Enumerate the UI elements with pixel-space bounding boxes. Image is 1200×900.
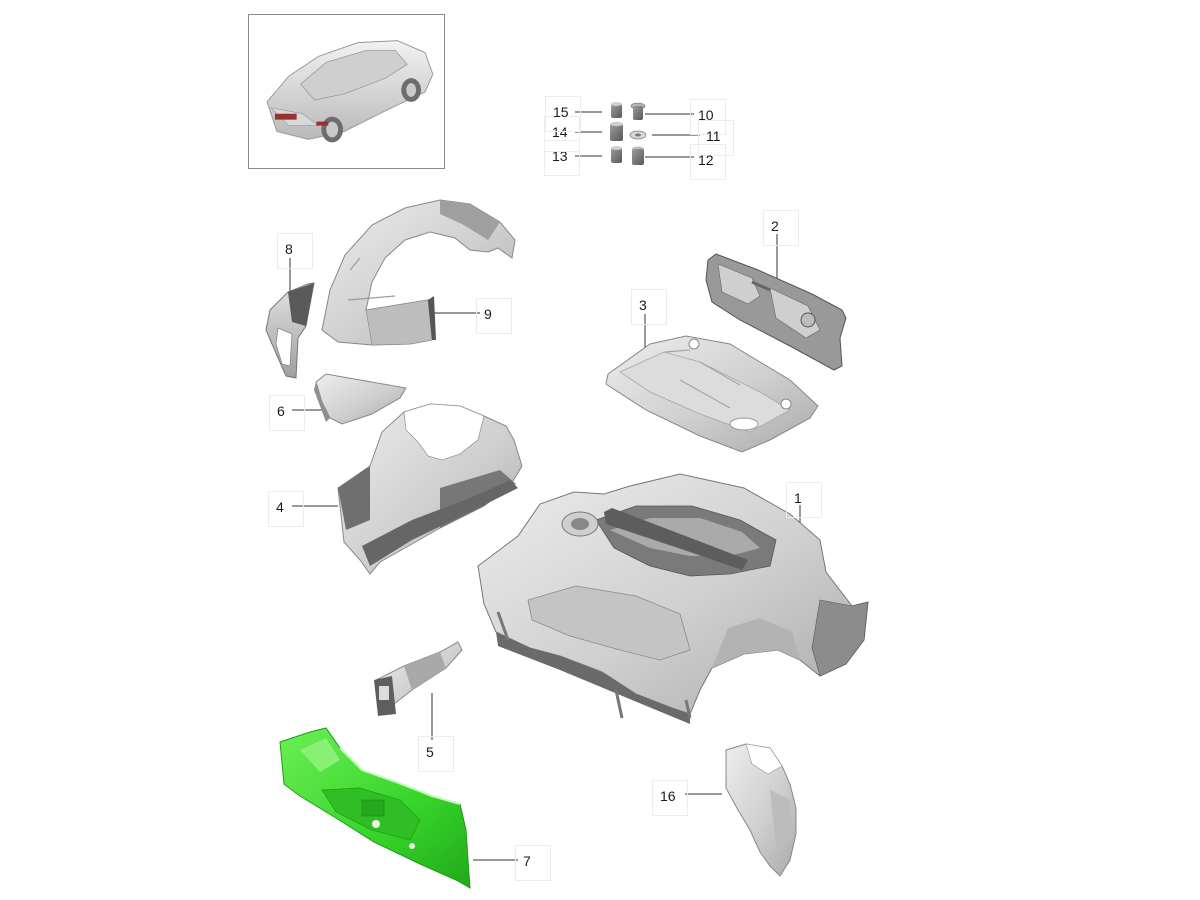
- part-1-rear-body-assembly[interactable]: [477, 473, 869, 724]
- callout-13[interactable]: 13: [544, 140, 580, 176]
- callout-1[interactable]: 1: [786, 482, 822, 518]
- part-15-bushing[interactable]: [611, 102, 622, 118]
- part-10-screw[interactable]: [630, 102, 646, 120]
- callout-11[interactable]: 11: [698, 120, 734, 156]
- part-12-bushing[interactable]: [632, 146, 644, 166]
- callout-16[interactable]: 16: [652, 780, 688, 816]
- vehicle-thumbnail: [248, 14, 445, 169]
- part-14-bushing[interactable]: [610, 121, 623, 141]
- part-13-bushing[interactable]: [611, 146, 622, 163]
- callout-12[interactable]: 12: [690, 144, 726, 180]
- callout-2[interactable]: 2: [763, 210, 799, 246]
- callout-5[interactable]: 5: [418, 736, 454, 772]
- part-7-rear-end-panel[interactable]: [279, 727, 471, 889]
- part-5-crossmember[interactable]: [374, 641, 463, 716]
- callout-4[interactable]: 4: [268, 491, 304, 527]
- callout-6[interactable]: 6: [269, 395, 305, 431]
- callout-3[interactable]: 3: [631, 289, 667, 325]
- part-9-wheel-housing-upper[interactable]: [321, 199, 516, 346]
- fastener-group: [610, 102, 647, 166]
- part-2-rear-panel[interactable]: [705, 253, 847, 371]
- part-8-bracket[interactable]: [265, 282, 315, 379]
- part-16-side-reinforcement[interactable]: [725, 743, 797, 877]
- part-11-washer[interactable]: [629, 130, 647, 140]
- callout-15[interactable]: 15: [545, 96, 581, 132]
- part-3-floor-panel[interactable]: [605, 335, 819, 453]
- leader-lines: [289, 111, 801, 861]
- callout-8[interactable]: 8: [277, 233, 313, 269]
- part-4-wheel-housing-lower[interactable]: [337, 403, 523, 575]
- callout-9[interactable]: 9: [476, 298, 512, 334]
- callout-14[interactable]: 14: [544, 116, 580, 152]
- callout-10[interactable]: 10: [690, 99, 726, 135]
- callout-7[interactable]: 7: [515, 845, 551, 881]
- car-thumbnail-icon: [266, 40, 434, 143]
- part-6-reinforcement[interactable]: [314, 373, 407, 425]
